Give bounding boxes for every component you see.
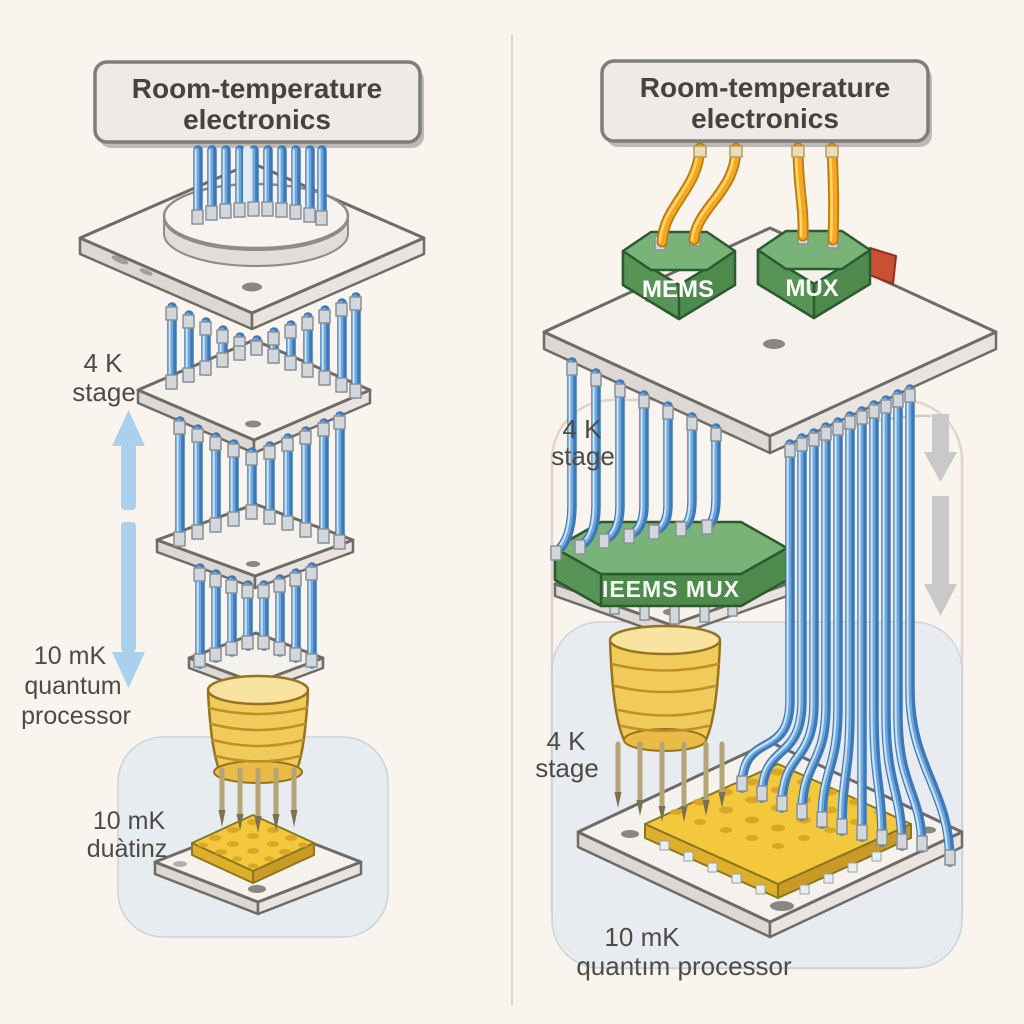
chip-edge-pads [659,840,882,895]
cold-finger-pins-right [614,741,726,822]
right-panel: Room-temperature electronics MEMS MUX [535,59,998,981]
room-temp-box-right-line1: Room-temperature [640,72,890,103]
gold-cold-finger-stack [206,674,310,784]
room-temp-box-right-line2: electronics [691,103,839,134]
processor-label-line2: quantum [24,672,121,700]
stage-4k-label-line1: 4 K [83,348,123,378]
mems-chip: MEMS [621,230,737,321]
processor-caption-line1: 10 mK [604,922,680,952]
stage-4k-upper-label-line1: 4 K [562,414,602,444]
signal-flow-down-arrow-icons [924,414,957,616]
chip-junction-spots [198,819,308,869]
room-temp-box-line1: Room-temperature [132,73,382,104]
quantum-processor-chip-left [191,814,315,884]
gold-cold-finger-stack-right [608,624,722,752]
left-panel: Room-temperature electronics [21,60,426,938]
room-temp-box-line2: electronics [183,104,331,135]
mux-chip-label: MUX [785,275,838,302]
stage-4k-lower-label-line1: 4 K [546,726,586,756]
cable-bundle-stage1 [165,297,362,399]
orange-cable-bundle [656,142,840,248]
stage-4k-upper-label-line2: stage [551,441,615,471]
cable-bundle-to-cryo-mux [550,362,722,561]
chip-caption-line2: duàtinz [87,835,168,863]
cable-bundle-stage3 [193,567,318,667]
cable-bundle-direct-to-chip [736,389,956,865]
mems-chip-label: MEMS [642,276,714,303]
stage-4k-label-line2: stage [72,377,136,407]
processor-label-line1: 10 mK [34,642,107,670]
temperature-gradient-double-arrow-icon [112,410,145,688]
cryo-mux-box-label: IEEMS MUX [602,576,740,602]
stage-4k-lower-label-line2: stage [535,753,599,783]
cable-bundle-stage2 [173,416,346,550]
processor-label-line3: processor [21,702,131,730]
chip-caption-line1: 10 mK [93,807,166,835]
processor-caption-line2: quantım processor [576,951,792,981]
room-temp-electronics-box [93,60,422,144]
cold-finger-pins-left [218,767,298,833]
mux-chip: MUX [756,229,897,320]
cable-bundle-room-temp [191,150,328,226]
room-temp-electronics-box-right [600,59,930,143]
